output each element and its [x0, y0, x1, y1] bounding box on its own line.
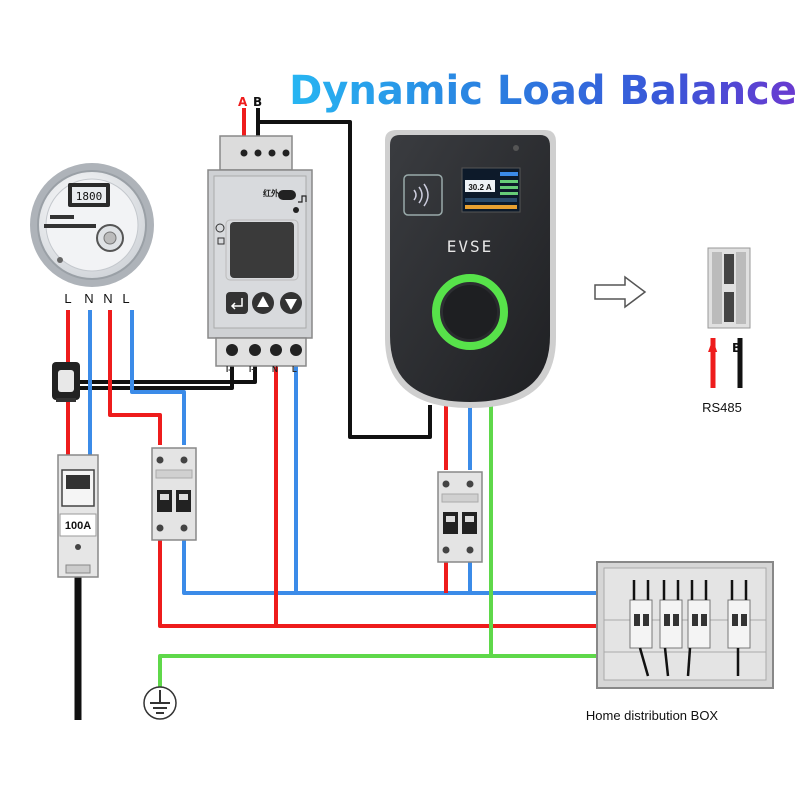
supply-label-l2: L	[122, 291, 129, 306]
meter-lcd	[230, 222, 294, 278]
diagram-title: Dynamic Load Balance	[289, 68, 797, 114]
evse-charger: 30.2 A EVSE	[385, 130, 556, 408]
evse-breaker	[437, 471, 483, 563]
current-transformer-icon	[52, 362, 80, 402]
evse-display: 30.2 A	[461, 167, 521, 213]
distribution-box: Home distribution BOX	[586, 561, 774, 723]
meter-ir-port	[278, 190, 296, 200]
supply-label-n2: N	[103, 291, 112, 306]
rs485-connector: A B RS485	[702, 247, 751, 415]
supply-neutral-branch	[130, 310, 186, 445]
ct-wire-2	[78, 360, 257, 384]
meter-reading: 1800	[76, 190, 103, 203]
utility-meter: 1800	[30, 163, 154, 287]
rs485-caption: RS485	[702, 400, 742, 415]
meter-b-label: B	[253, 95, 262, 109]
energy-meter: A B 红外 I- I+ N L	[207, 95, 313, 374]
rfid-card-icon	[403, 174, 443, 216]
meter-terminal-t2: I+	[249, 365, 256, 374]
meter-enter-button[interactable]	[226, 292, 248, 314]
ct-wire-1	[78, 360, 234, 390]
wires	[66, 108, 603, 720]
right-arrow-icon	[594, 275, 647, 309]
supply-live-branch	[108, 310, 162, 445]
distribution-box-caption: Home distribution BOX	[586, 708, 719, 723]
evse-display-current: 30.2 A	[468, 183, 491, 192]
meter-terminal-t1: I-	[226, 365, 231, 374]
live-bus	[158, 538, 603, 628]
earth-bus	[158, 654, 603, 690]
charging-ring-icon	[432, 274, 508, 350]
supply-labels: L N N L	[64, 291, 129, 306]
supply-label-l1: L	[64, 291, 71, 306]
main-breaker-rating: 100A	[65, 520, 91, 532]
neutral-bus	[182, 538, 603, 595]
evse-brand: EVSE	[447, 237, 494, 256]
meter-terminal-t4: L	[292, 365, 297, 374]
rs485-b-label: B	[732, 341, 741, 355]
branch-breaker-left	[151, 447, 197, 541]
rs485-a-label: A	[708, 341, 718, 355]
main-breaker: 100A	[57, 454, 99, 578]
ground-icon	[143, 686, 177, 720]
supply-label-n1: N	[84, 291, 93, 306]
meter-terminal-t3: N	[272, 365, 278, 374]
meter-a-label: A	[238, 95, 248, 109]
meter-down-button[interactable]	[280, 292, 302, 314]
meter-menu-label: 红外	[263, 188, 279, 198]
meter-up-button[interactable]	[252, 292, 274, 314]
